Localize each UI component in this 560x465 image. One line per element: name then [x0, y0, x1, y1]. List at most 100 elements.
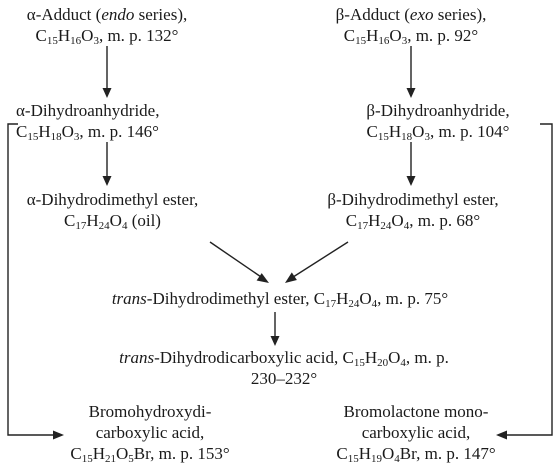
text-segment: C [64, 211, 76, 230]
text-segment: H [364, 348, 378, 367]
text-segment: O [382, 444, 395, 463]
bracket-alpha-anhydride-to-bromohydroxy [7, 123, 56, 436]
text-segment: C [345, 211, 358, 230]
subscript: 18 [401, 131, 413, 143]
subscript: 17 [75, 220, 87, 232]
text-segment: , m. p. [405, 348, 449, 367]
subscript: 5 [128, 453, 134, 465]
beta-dihydrodimethyl-ester-line: β-Dihydrodimethyl ester, [303, 189, 523, 210]
text-segment: trans [119, 348, 155, 367]
text-segment: C [366, 122, 378, 141]
text-segment: -Dihydrodimethyl ester, C [146, 289, 326, 308]
bromohydroxydicarboxylic-acid-line: C15H21O5Br, m. p. 153° [30, 443, 270, 465]
beta-dihydrodimethyl-ester-line: C17H24O4, m. p. 68° [303, 210, 523, 232]
bracket-beta-anhydride-to-bromolactone-head [496, 430, 507, 440]
subscript: 4 [394, 453, 400, 465]
subscript: 16 [70, 35, 82, 47]
subscript: 3 [93, 35, 99, 47]
text-segment: O [81, 26, 94, 45]
trans-dihydrodimethyl-ester-line: trans-Dihydrodimethyl ester, C17H24O4, m… [0, 288, 560, 310]
text-segment: α [26, 190, 36, 209]
subscript: 15 [46, 35, 58, 47]
bromohydroxydicarboxylic-acid-line: carboxylic acid, [30, 422, 270, 443]
text-segment: , m. p. 75° [377, 289, 449, 308]
subscript: 4 [400, 357, 406, 369]
text-segment: H [366, 26, 379, 45]
text-segment: Br, m. p. 153° [133, 444, 230, 463]
arrow-beta-adduct-to-anhydride-head [406, 88, 416, 98]
arrow-beta-anhydride-to-ester-head [406, 176, 416, 186]
beta-dihydroanhydride-line: C15H18O3, m. p. 104° [330, 121, 546, 143]
alpha-dihydrodimethyl-ester: α-Dihydrodimethyl ester,C17H24O4 (oil) [10, 189, 215, 232]
text-segment: O [388, 348, 401, 367]
alpha-dihydrodimethyl-ester-line: α-Dihydrodimethyl ester, [10, 189, 215, 210]
arrow-alpha-ester-to-trans-ester-head [256, 273, 269, 283]
alpha-dihydrodimethyl-ester-line: C17H24O4 (oil) [10, 210, 215, 232]
subscript: 24 [348, 298, 360, 310]
trans-dihydrodimethyl-ester: trans-Dihydrodimethyl ester, C17H24O4, m… [0, 288, 560, 310]
bracket-beta-anhydride-to-bromolactone [504, 123, 553, 436]
text-segment: α [16, 101, 25, 120]
alpha-adduct-line: α-Adduct (endo series), [0, 4, 214, 25]
bracket-alpha-anhydride-to-bromohydroxy-head [53, 430, 64, 440]
subscript: 4 [371, 298, 378, 310]
text-segment: , m. p. 68° [409, 211, 481, 230]
text-segment: series), [433, 5, 487, 24]
beta-adduct: β-Adduct (exo series),C15H16O3, m. p. 92… [330, 4, 492, 47]
bromolactone-monocarboxylic-acid: Bromolactone mono-carboxylic acid,C15H19… [306, 401, 526, 465]
text-segment: O [412, 122, 425, 141]
text-segment: carboxylic acid, [361, 423, 471, 442]
bromohydroxydicarboxylic-acid: Bromohydroxydi-carboxylic acid,C15H21O5B… [30, 401, 270, 465]
text-segment: -Dihydrodimethyl ester, [35, 190, 199, 209]
text-segment: 230–232° [250, 369, 318, 388]
text-segment: -Adduct ( [35, 5, 102, 24]
text-segment: -Dihydroanhydride, [24, 101, 160, 120]
subscript: 15 [377, 131, 389, 143]
text-segment: O [389, 26, 402, 45]
text-segment: H [368, 211, 381, 230]
text-segment: O [359, 289, 372, 308]
subscript: 16 [378, 35, 390, 47]
subscript: 3 [73, 131, 80, 143]
text-segment: , m. p. 104° [429, 122, 510, 141]
text-segment: C [70, 444, 82, 463]
subscript: 15 [81, 453, 93, 465]
arrow-alpha-ester-to-trans-ester [209, 241, 265, 280]
text-segment: series), [134, 5, 188, 24]
text-segment: C [343, 26, 356, 45]
text-segment: H [38, 122, 51, 141]
text-segment: H [358, 444, 371, 463]
subscript: 19 [371, 453, 382, 465]
bromohydroxydicarboxylic-acid-line: Bromohydroxydi- [30, 401, 270, 422]
subscript: 15 [355, 35, 367, 47]
arrow-beta-ester-to-trans-ester [289, 241, 349, 280]
text-segment: , m. p. 132° [98, 26, 179, 45]
beta-dihydroanhydride-line: β-Dihydroanhydride, [330, 100, 546, 121]
trans-dihydrodicarboxylic-acid-line: 230–232° [24, 368, 544, 389]
subscript: 4 [121, 220, 128, 232]
text-segment: β [366, 101, 376, 120]
text-segment: O [391, 211, 404, 230]
text-segment: carboxylic acid, [95, 423, 205, 442]
text-segment: -Dihydroanhydride, [375, 101, 510, 120]
subscript: 20 [377, 357, 389, 369]
bromolactone-monocarboxylic-acid-line: C15H19O4Br, m. p. 147° [306, 443, 526, 465]
arrow-alpha-adduct-to-anhydride-head [102, 88, 112, 98]
text-segment: , m. p. 146° [79, 122, 159, 141]
subscript: 24 [380, 220, 392, 232]
trans-dihydrodicarboxylic-acid-line: trans-Dihydrodicarboxylic acid, C15H20O4… [24, 347, 544, 369]
text-segment: C [16, 122, 28, 141]
subscript: 17 [357, 220, 369, 232]
subscript: 15 [353, 357, 365, 369]
alpha-dihydroanhydride: α-Dihydroanhydride,C15H18O3, m. p. 146° [16, 100, 160, 143]
subscript: 4 [403, 220, 410, 232]
subscript: 24 [98, 220, 110, 232]
text-segment: -Dihydrodicarboxylic acid, C [154, 348, 354, 367]
text-segment: H [57, 26, 71, 45]
text-segment: β [327, 190, 336, 209]
arrow-beta-ester-to-trans-ester-head [285, 272, 297, 283]
text-segment: endo [101, 5, 135, 24]
text-segment: O [61, 122, 74, 141]
